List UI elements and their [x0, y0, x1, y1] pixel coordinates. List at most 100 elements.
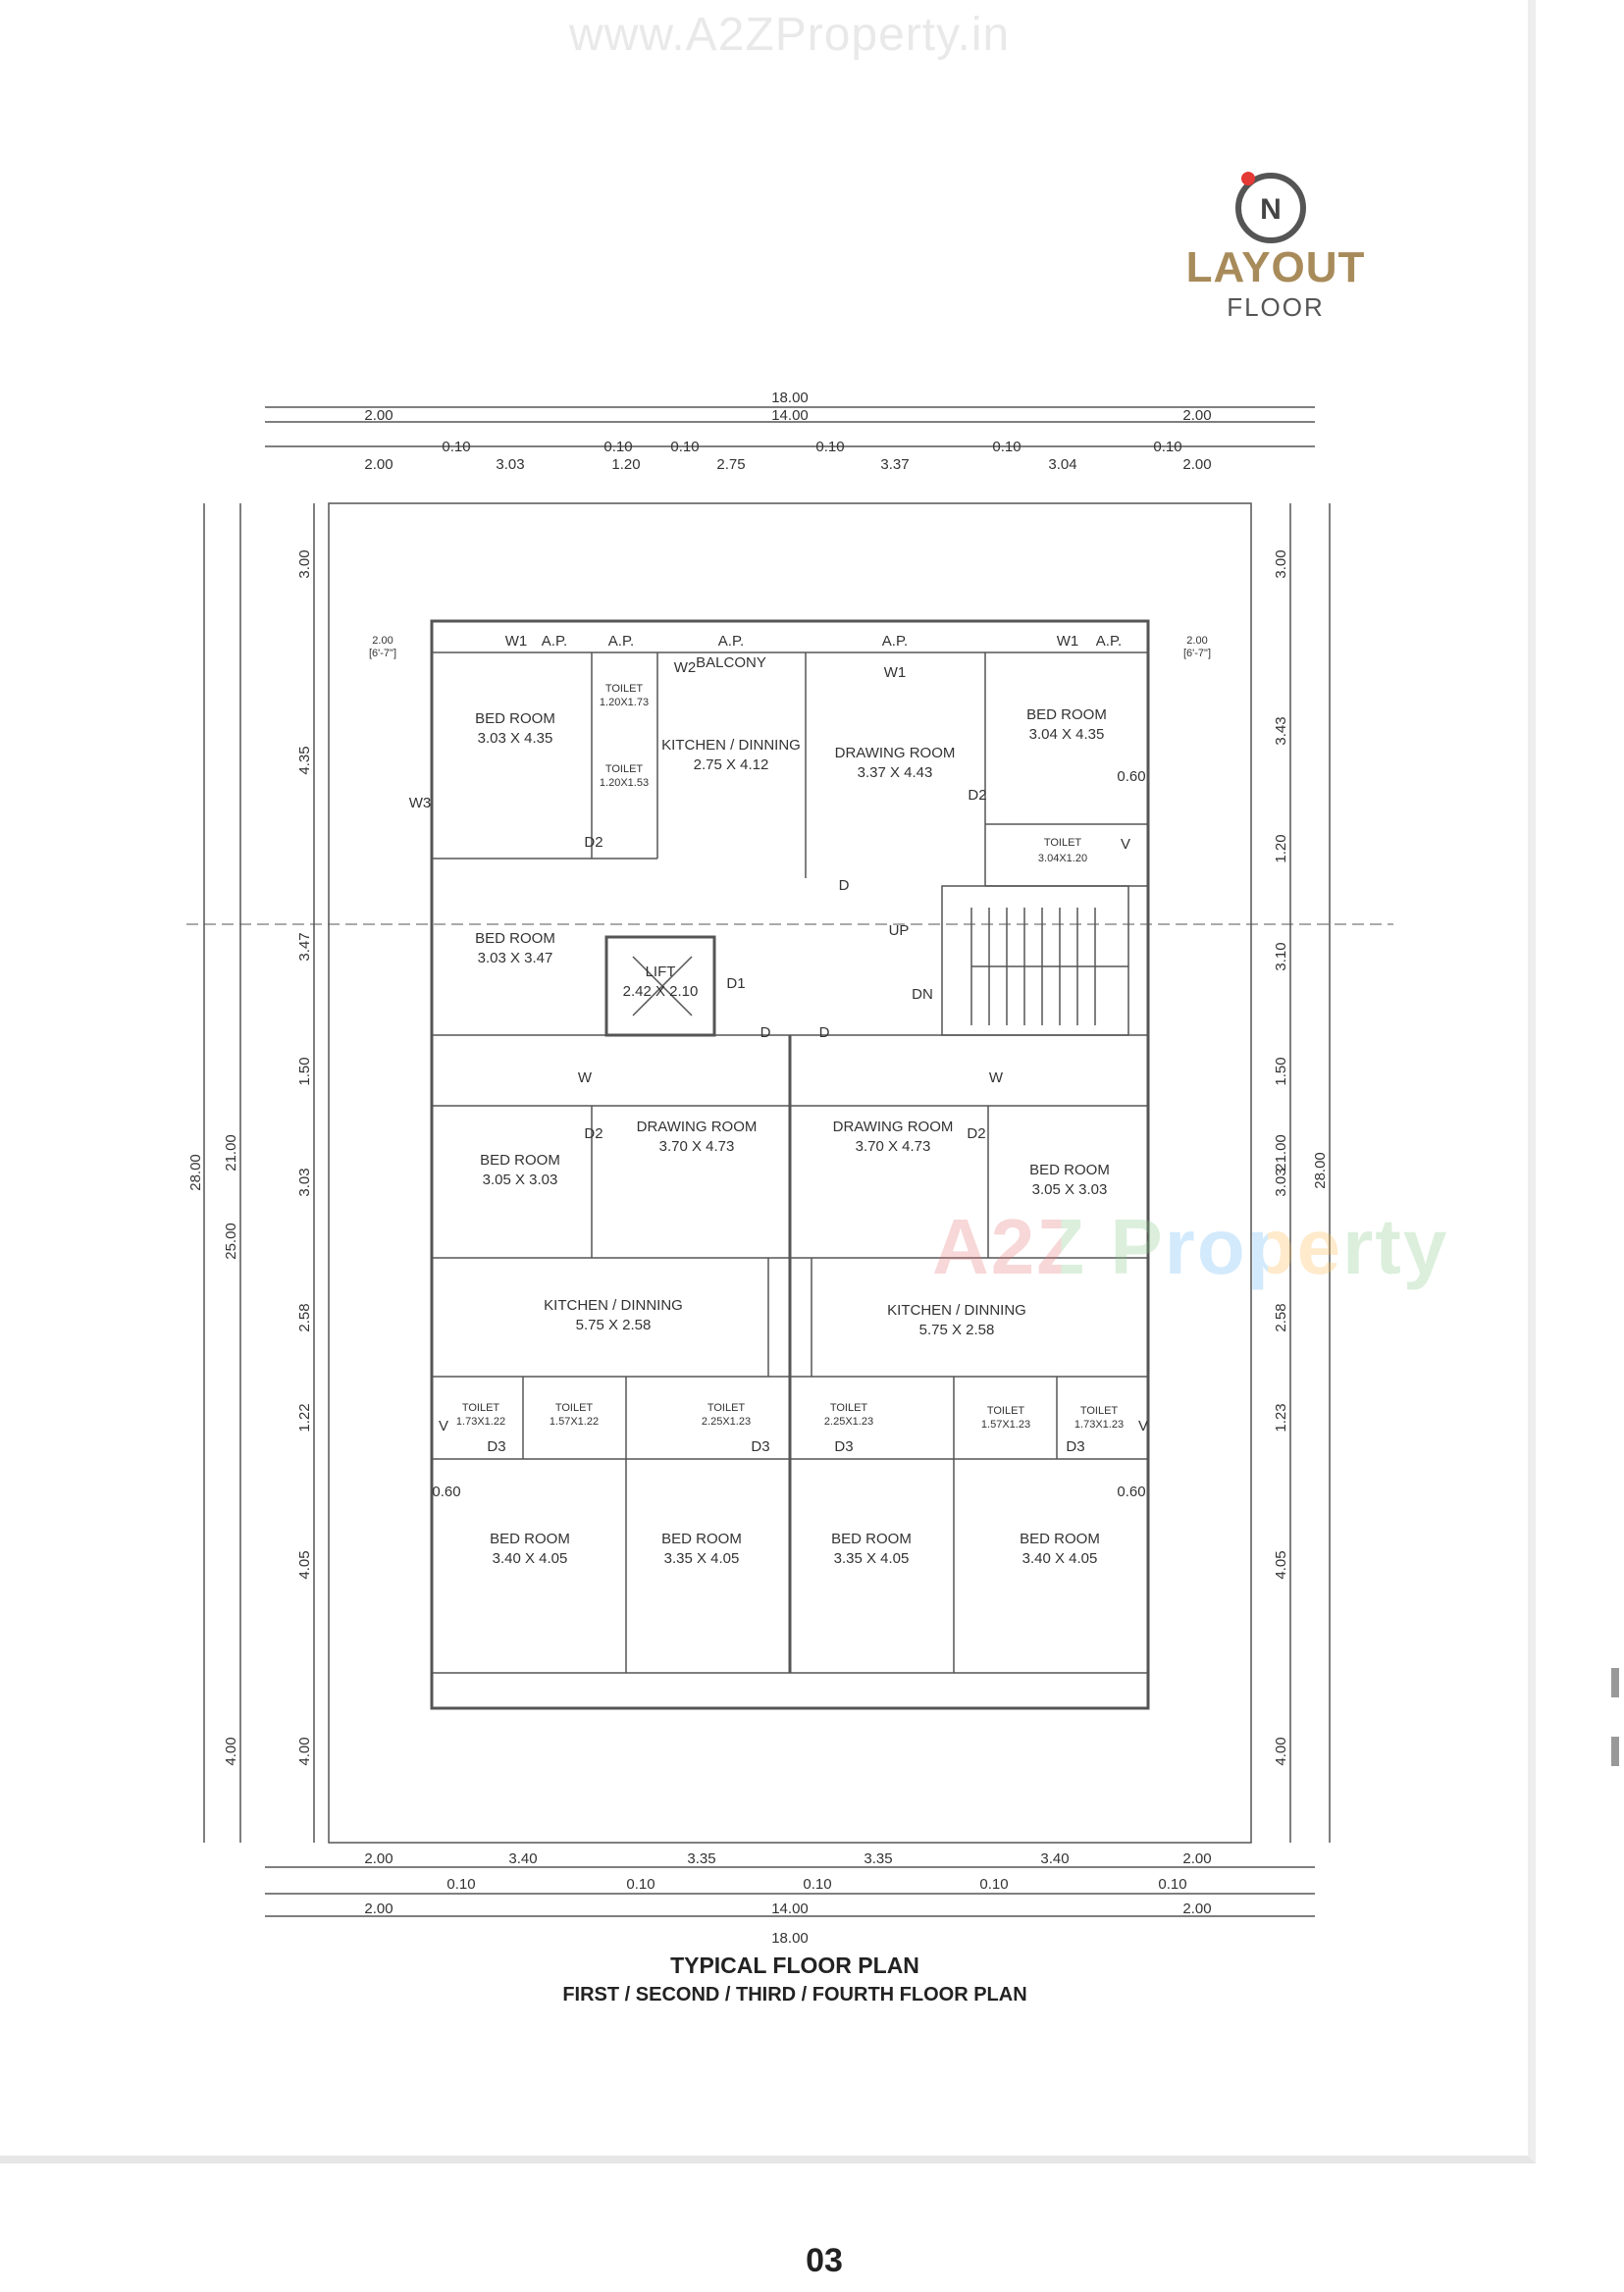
bottom-overall-dim: 18.00	[771, 1930, 809, 1947]
top-overall-dim: 18.00	[771, 390, 809, 406]
door-d2-4: D2	[967, 1125, 985, 1142]
room-21-size: 1.73X1.23	[1074, 1419, 1124, 1431]
room-7-size: 3.04X1.20	[1038, 853, 1087, 864]
ap-label-1: A.P.	[542, 633, 567, 650]
top-seg-3: 2.75	[716, 456, 745, 473]
left-seg-15: 4.05	[296, 1550, 313, 1579]
room-25-name: BED ROOM	[1020, 1531, 1100, 1547]
scan-edge-marks	[1611, 1668, 1619, 1766]
room-4-name: KITCHEN / DINNING	[661, 737, 801, 754]
building-outline	[430, 619, 1150, 1710]
bottom-seg-2: 3.35	[687, 1850, 715, 1867]
room-16-name: TOILET	[462, 1402, 500, 1414]
room-23-name: BED ROOM	[661, 1531, 742, 1547]
room-17-name: TOILET	[555, 1402, 594, 1414]
door-d3-2: D3	[751, 1438, 769, 1455]
floor-plan: 18.00 14.00 2.00 2.00 2.00 2.00 3.03 1.2…	[186, 390, 1393, 1947]
left-seg-3: 4.35	[296, 746, 313, 774]
door-d2-2: D2	[968, 787, 986, 804]
room-23-size: 3.35 X 4.05	[664, 1550, 740, 1567]
room-13-size: 3.05 X 3.03	[1032, 1181, 1108, 1198]
layout-title: LAYOUT	[1185, 243, 1366, 291]
door-d3-1: D3	[487, 1438, 505, 1455]
page-sheet	[0, 0, 1536, 2163]
door-d-2: D	[760, 1024, 771, 1041]
w2-label-1: W2	[674, 659, 697, 676]
bottom-wall-1: 0.10	[446, 1876, 475, 1893]
door-d2-1: D2	[584, 834, 602, 851]
top-wall-2: 0.10	[603, 439, 632, 455]
bottom-left-side-dim: 2.00	[364, 1901, 393, 1917]
room-10-name: DRAWING ROOM	[637, 1119, 758, 1135]
top-seg-1: 3.03	[496, 456, 524, 473]
room-11-size: 3.70 X 4.73	[856, 1138, 931, 1155]
room-12-name: BED ROOM	[480, 1152, 560, 1169]
right-seg-5: 1.20	[1273, 834, 1289, 862]
page-number: 03	[806, 2242, 843, 2279]
left-overall-dim: 28.00	[187, 1154, 204, 1191]
room-18-size: 2.25X1.23	[702, 1416, 751, 1428]
right-seg-13: 2.58	[1273, 1303, 1289, 1331]
room-15-size: 5.75 X 2.58	[919, 1322, 995, 1338]
bottom-wall-3: 0.10	[803, 1876, 831, 1893]
stair-dn: DN	[912, 986, 933, 1003]
plan-title: TYPICAL FLOOR PLAN	[670, 1953, 919, 1978]
layout-subtitle: FLOOR	[1227, 292, 1325, 322]
door-d3-3: D3	[834, 1438, 853, 1455]
dim-060-left: 0.60	[432, 1484, 460, 1500]
bottom-seg-4: 3.40	[1040, 1850, 1069, 1867]
top-right-margin-dim: 2.00	[1182, 456, 1211, 473]
w3-label: W3	[409, 795, 432, 811]
top-seg-4: 3.37	[880, 456, 909, 473]
room-24-name: BED ROOM	[831, 1531, 912, 1547]
top-wall-6: 0.10	[1153, 439, 1181, 455]
room-14-name: KITCHEN / DINNING	[544, 1297, 683, 1314]
room-5-name: DRAWING ROOM	[835, 745, 956, 761]
balcony-label: BALCONY	[696, 654, 766, 671]
right-seg-1: 3.00	[1273, 549, 1289, 578]
bottom-wall-2: 0.10	[626, 1876, 655, 1893]
margin-left-ft: [6'-7"]	[369, 648, 396, 659]
room-2-size: 1.20X1.73	[600, 697, 649, 708]
top-wall-4: 0.10	[815, 439, 844, 455]
right-seg-19: 4.00	[1273, 1737, 1289, 1765]
bottom-seg-1: 3.40	[508, 1850, 537, 1867]
vent-v-3: V	[1138, 1418, 1148, 1434]
room-24-size: 3.35 X 4.05	[834, 1550, 910, 1567]
dim-060-right: 0.60	[1117, 768, 1145, 785]
ap-label-2: A.P.	[608, 633, 634, 650]
site-watermark: www.A2ZProperty.in	[569, 9, 1011, 61]
room-3-name: TOILET	[605, 763, 644, 775]
north-compass-icon: N	[1235, 172, 1306, 243]
left-inner-dim: 21.00	[223, 1134, 239, 1172]
room-4-size: 2.75 X 4.12	[694, 756, 769, 773]
top-wall-3: 0.10	[670, 439, 699, 455]
top-seg-2: 1.20	[611, 456, 640, 473]
top-inner-dim: 14.00	[771, 407, 809, 424]
right-inner-dim: 21.00	[1273, 1134, 1289, 1172]
ap-label-4: A.P.	[882, 633, 908, 650]
room-12-size: 3.05 X 3.03	[483, 1172, 558, 1188]
lift-size: 2.42 X 2.10	[623, 983, 699, 1000]
top-left-margin-dim: 2.00	[364, 456, 393, 473]
stair-up: UP	[889, 922, 910, 939]
door-d1: D1	[726, 975, 745, 992]
room-14-size: 5.75 X 2.58	[576, 1317, 652, 1333]
door-d-1: D	[839, 877, 850, 894]
room-8-name: BED ROOM	[475, 930, 555, 947]
left-seg-9: 3.03	[296, 1168, 313, 1196]
ap-label-5: A.P.	[1096, 633, 1122, 650]
left-outer-seg: 4.00	[223, 1737, 239, 1765]
bottom-right-margin-dim: 2.00	[1182, 1850, 1211, 1867]
right-seg-17: 4.05	[1273, 1550, 1289, 1579]
margin-right-ft: [6'-7"]	[1183, 648, 1211, 659]
room-7-name: TOILET	[1044, 837, 1082, 849]
room-2-name: TOILET	[605, 683, 644, 695]
right-overall-dim: 28.00	[1312, 1152, 1329, 1189]
door-d2-3: D2	[584, 1125, 602, 1142]
room-6-name: BED ROOM	[1026, 706, 1107, 723]
room-13-name: BED ROOM	[1029, 1162, 1110, 1178]
window-w-1: W	[578, 1069, 593, 1086]
right-seg-11: 3.03	[1273, 1168, 1289, 1196]
room-19-name: TOILET	[830, 1402, 868, 1414]
